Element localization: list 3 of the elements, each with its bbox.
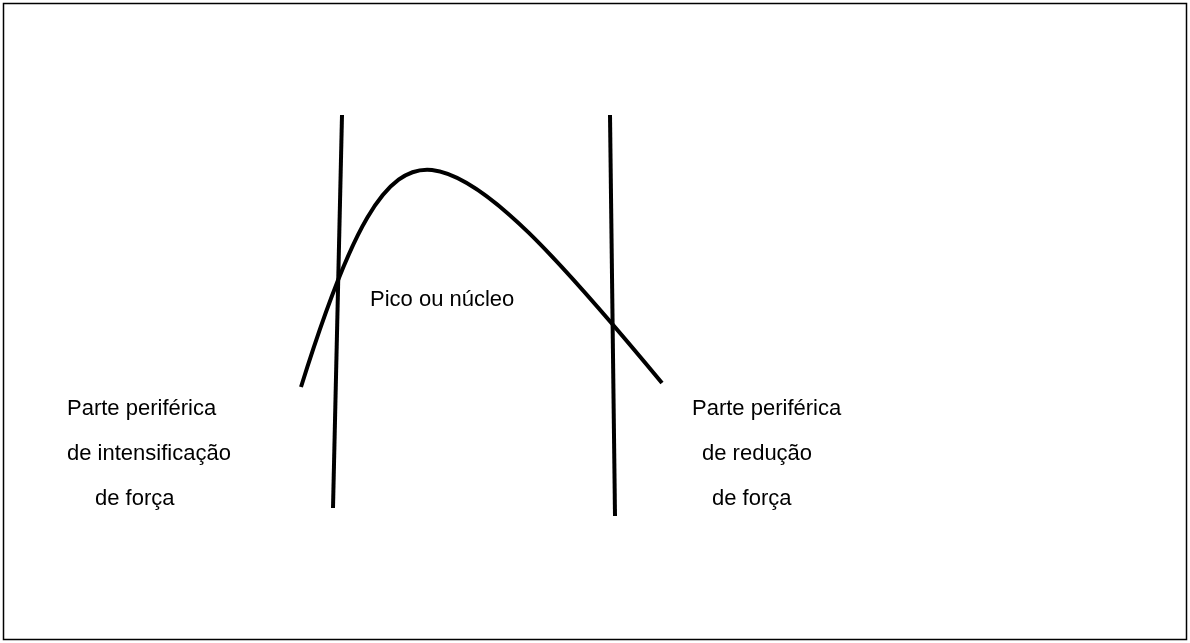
region-label: Parte periférica de intensificação de força (67, 394, 231, 512)
region-label: Parte periférica de redução de força (692, 394, 842, 512)
region-label: Pico ou núcleo (370, 285, 515, 313)
